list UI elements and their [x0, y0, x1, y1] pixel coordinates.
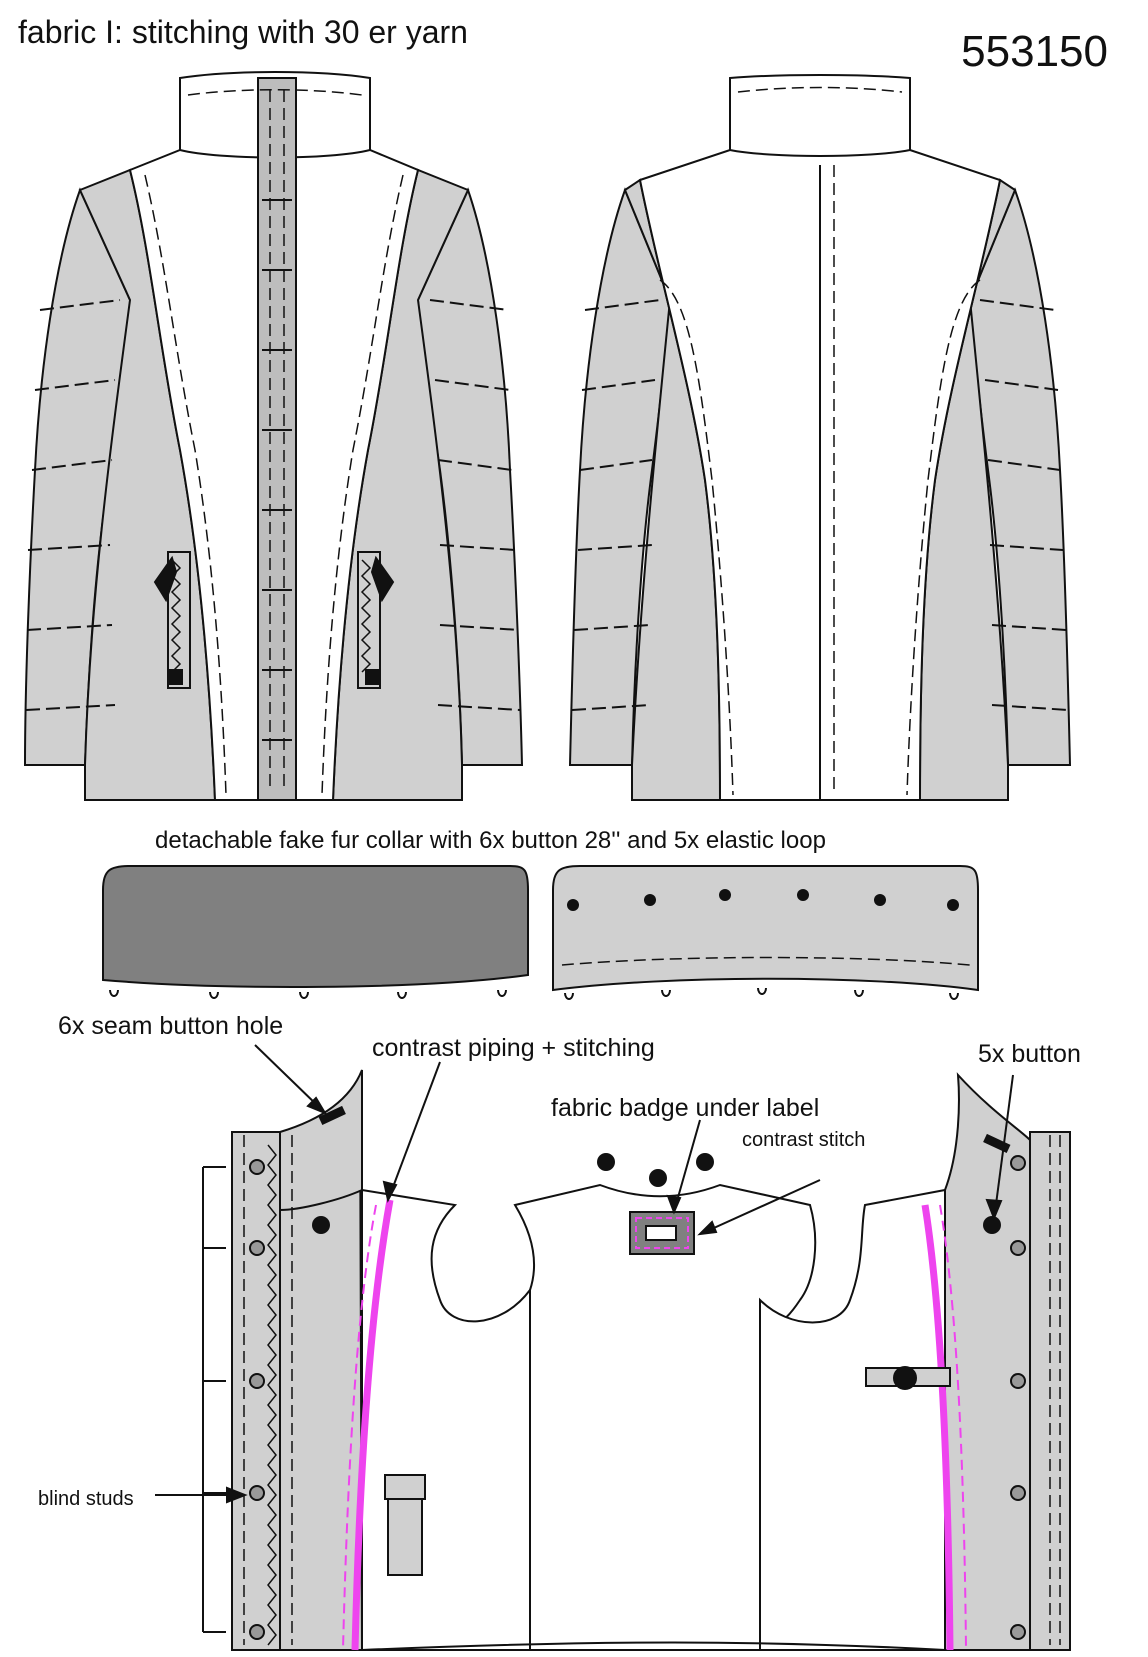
label-fabric-badge: fabric badge under label [551, 1094, 820, 1122]
sheet-title: fabric I: stitching with 30 er yarn [18, 14, 468, 50]
jacket-back-view [568, 74, 1072, 801]
back-collar [729, 74, 911, 157]
label-blind-studs: blind studs [38, 1488, 134, 1510]
blind-studs [249, 1159, 265, 1640]
fabric-badge [629, 1211, 695, 1255]
collar-note: detachable fake fur collar with 6x butto… [155, 827, 826, 854]
front-topstitch [144, 89, 404, 796]
back-sleeve-quilting [571, 299, 1069, 711]
left-inner-pocket [384, 1474, 426, 1576]
fur-collar-front [102, 865, 529, 999]
interior-zipper-teeth [267, 1144, 277, 1646]
interior-right-facing [944, 1072, 1031, 1651]
right-inner-toggle [865, 1366, 951, 1390]
front-right-zip-pocket [357, 551, 395, 689]
neck-buttons [312, 1153, 1001, 1234]
left-contrast-piping [351, 1199, 394, 1651]
front-placket-marks [262, 199, 292, 741]
label-contrast-piping: contrast piping + stitching [372, 1034, 655, 1062]
label-seam-button-hole: 6x seam button hole [58, 1012, 284, 1040]
front-zip-placket [257, 77, 297, 801]
stud-bracket [202, 1166, 226, 1633]
jacket-front-view [23, 71, 524, 801]
front-left-zip-pocket [153, 551, 191, 689]
interior-right-lining [759, 1188, 946, 1651]
front-sleeve-quilting [25, 299, 521, 711]
label-button: 5x button [978, 1040, 1081, 1068]
interior-left-collar [279, 1069, 363, 1212]
label-contrast-stitch: contrast stitch [742, 1129, 866, 1151]
style-number: 553150 [961, 27, 1108, 76]
jacket-interior-view [202, 1069, 1071, 1651]
back-topstitch [659, 86, 981, 796]
callout-arrows [155, 1044, 1014, 1504]
seam-button-holes [318, 1105, 1011, 1154]
fur-collar-back-with-buttons [552, 865, 979, 1000]
collar-buttons [567, 889, 959, 911]
interior-left-lining [361, 1188, 531, 1651]
right-band-buttons [1010, 1155, 1026, 1640]
right-contrast-piping [921, 1204, 954, 1651]
